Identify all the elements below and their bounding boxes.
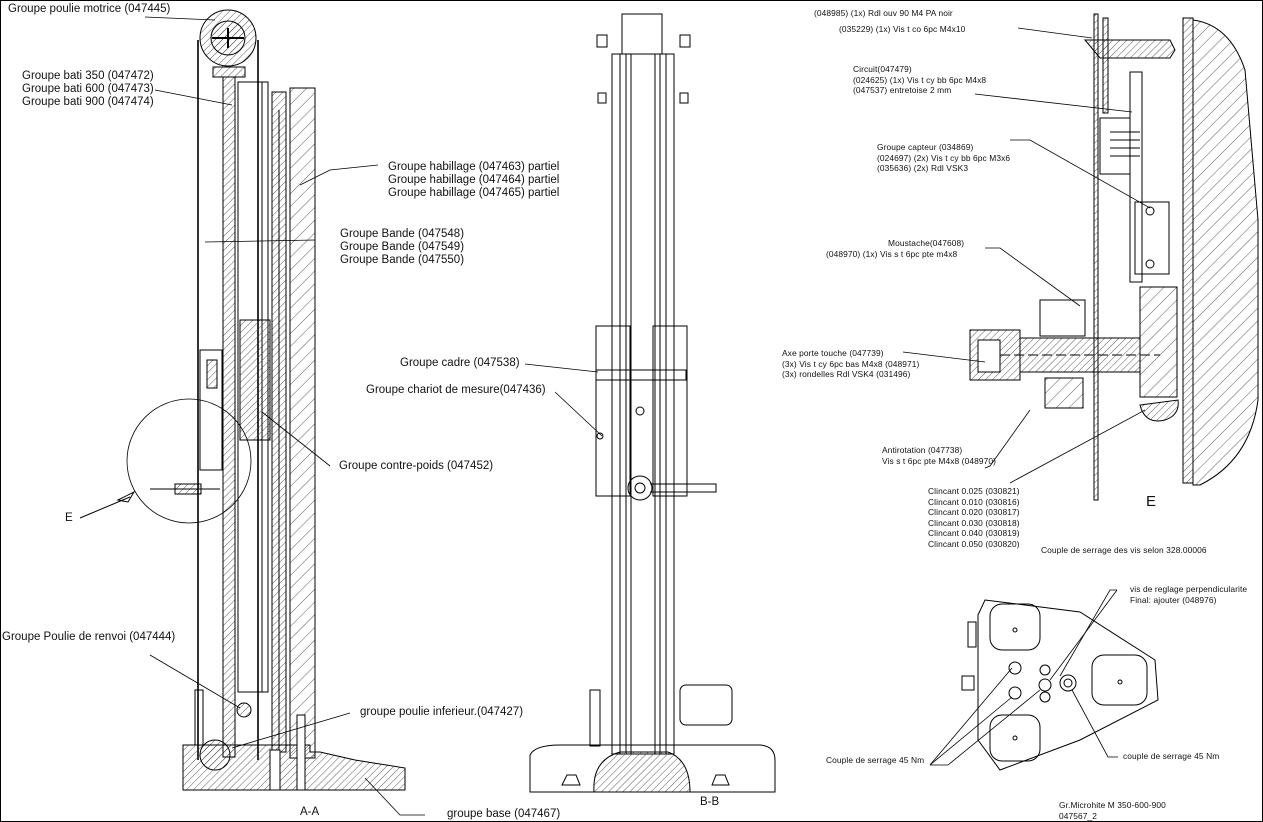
label-frame-900: Groupe bati 900 (047474) — [22, 96, 154, 108]
label-spacer: (047537) entretoise 2 mm — [853, 85, 952, 95]
label-frame-cadre: Groupe cadre (047538) — [400, 357, 520, 369]
label-shim-0040: Clincant 0.040 (030819) — [928, 528, 1020, 538]
label-adjust-screw: vis de reglage perpendicularite — [1130, 584, 1248, 594]
leader-lines — [144, 16, 1151, 816]
label-torque-note: Couple de serrage des vis selon 328.0000… — [1041, 545, 1207, 555]
label-antirotation-screw: Vis s t 6pc pte M4x8 (048970) — [882, 455, 997, 466]
label-detail-e-marker: E — [65, 512, 73, 524]
return-pulley — [236, 702, 252, 718]
label-probe-axis-washers: (3x) rondelles Rdl VSK4 (031496) — [782, 369, 911, 379]
label-probe-axis-group: Axe porte touche (047739) (3x) Vis t cy … — [782, 348, 919, 380]
label-shim-list: Clincant 0.025 (030821) Clincant 0.010 (… — [928, 486, 1020, 549]
label-shim-0050: Clincant 0.050 (030820) — [928, 538, 1020, 549]
label-frame-600: Groupe bati 600 (047473) — [22, 83, 154, 95]
column-rails — [611, 53, 675, 755]
title-block-name: Gr.Microhite M 350-600-900 — [1059, 800, 1166, 810]
label-shim-0010: Clincant 0.010 (030816) — [928, 496, 1020, 507]
title-block: Gr.Microhite M 350-600-900 047567_2 — [1059, 800, 1166, 821]
title-block-number: 047567_2 — [1059, 810, 1098, 821]
label-counterweight: Groupe contre-poids (047452) — [339, 460, 494, 472]
label-cover-group: Groupe habillage (047463) partiel Groupe… — [388, 161, 559, 200]
detail-e-view — [969, 13, 1259, 501]
view-b-b — [529, 13, 776, 793]
label-torque-45-left: Couple de serrage 45 Nm — [826, 755, 925, 765]
label-cover-047464: Groupe habillage (047464) partiel — [388, 174, 560, 186]
label-screw-m4x10: (035229) (1x) Vis t co 6pc M4x10 — [839, 24, 966, 34]
label-section-a-a: A-A — [300, 806, 320, 818]
section-a-a-view — [79, 9, 406, 791]
label-sensor: Groupe capteur (034869) — [877, 142, 974, 152]
label-drive-pulley: Groupe poulie motrice (047445) — [8, 3, 171, 15]
measuring-carriage — [595, 325, 631, 497]
label-adjust-screw-group: vis de reglage perpendicularite Final: a… — [1130, 584, 1247, 605]
label-shim-0030: Clincant 0.030 (030818) — [928, 517, 1020, 528]
base-section — [182, 744, 406, 791]
label-base-group: groupe base (047467) — [447, 808, 561, 820]
foot-pad-right — [1091, 654, 1148, 706]
label-circuit: Circuit(047479) — [853, 64, 912, 74]
base-outline — [977, 599, 1159, 771]
label-sensor-washer: (035636) (2x) Rdl VSK3 — [877, 163, 969, 173]
detail-e-circle — [126, 398, 252, 524]
label-antirotation: Antirotation (047738) — [882, 445, 963, 455]
label-cover-047465: Groupe habillage (047465) partiel — [388, 187, 560, 199]
foot-pad-top — [989, 603, 1041, 651]
label-measuring-carriage: Groupe chariot de mesure(047436) — [366, 384, 546, 396]
label-view-b-b: B-B — [700, 796, 720, 808]
label-cover-047463: Groupe habillage (047463) partiel — [388, 161, 560, 173]
label-return-pulley: Groupe Poulie de renvoi (047444) — [2, 631, 176, 643]
label-belt-047550: Groupe Bande (047550) — [340, 254, 465, 266]
label-torque-45-right: couple de serrage 45 Nm — [1123, 751, 1220, 761]
label-belt-group: Groupe Bande (047548) Groupe Bande (0475… — [340, 228, 464, 267]
motor — [679, 684, 733, 726]
label-probe-axis: Axe porte touche (047739) — [782, 348, 884, 358]
label-circuit-screw: (024625) (1x) Vis t cy bb 6pc M4x8 — [853, 74, 987, 85]
label-adjust-add: Final: ajouter (048976) — [1130, 594, 1217, 605]
foot-pad-bottom — [989, 714, 1041, 762]
label-shim-0025: Clincant 0.025 (030821) — [928, 486, 1020, 496]
label-washer: (048985) (1x) Rdl ouv 90 M4 PA noir — [814, 8, 953, 18]
label-frame-group: Groupe bati 350 (047472) Groupe bati 600… — [22, 70, 154, 109]
label-circuit-group: Circuit(047479) (024625) (1x) Vis t cy b… — [853, 64, 986, 96]
label-detail-e: E — [1146, 493, 1157, 510]
plate-strip — [1093, 13, 1099, 501]
label-sensor-group: Groupe capteur (034869) (024697) (2x) Vi… — [877, 142, 1010, 174]
sensor-block — [1134, 201, 1170, 275]
label-moustache: Moustache(047608) — [888, 238, 965, 248]
label-probe-axis-screws: (3x) Vis t cy 6pc bas M4x8 (048971) — [782, 358, 920, 369]
label-moustache-screw: (048970) (1x) Vis s t 6pc pte m4x8 — [826, 249, 958, 259]
label-antirotation-group: Antirotation (047738) Vis s t 6pc pte M4… — [882, 445, 996, 466]
label-lower-pulley: groupe poulie inferieur.(047427) — [360, 706, 524, 718]
label-sensor-screw: (024697) (2x) Vis t cy bb 6pc M3x6 — [877, 152, 1011, 163]
base-plate — [529, 744, 776, 793]
cover-panel — [289, 87, 316, 759]
label-belt-047548: Groupe Bande (047548) — [340, 228, 465, 240]
counterweight — [239, 319, 271, 441]
label-frame-350: Groupe bati 350 (047472) — [22, 70, 154, 82]
label-shim-0020: Clincant 0.020 (030817) — [928, 507, 1020, 517]
label-belt-047549: Groupe Bande (047549) — [340, 241, 465, 253]
base-bottom-view — [961, 599, 1159, 771]
